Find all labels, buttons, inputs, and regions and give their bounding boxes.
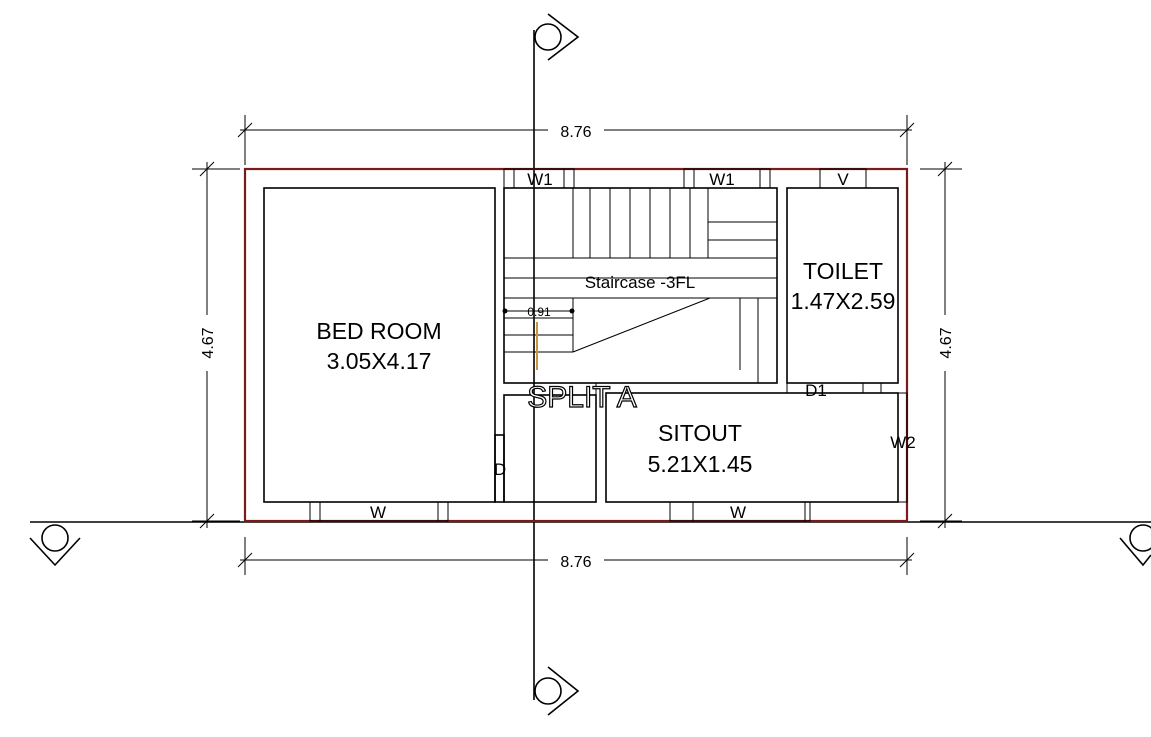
dimension-bottom-label: 8.76 [560, 554, 591, 571]
section-marker-left-icon [29, 524, 81, 567]
toilet-door [786, 382, 882, 394]
window-w-right [669, 501, 811, 522]
toilet-name: TOILET [803, 258, 883, 284]
window-w1-right [683, 168, 771, 189]
bedroom-outline [263, 187, 496, 503]
sitout-size: 5.21X1.45 [648, 451, 753, 477]
sitout-outline [605, 392, 899, 503]
window-w1-left [503, 168, 575, 189]
dimension-bottom [237, 537, 915, 575]
staircase-name: Staircase -3FL [585, 273, 696, 292]
ventilator-label: V [837, 170, 849, 189]
window-w-left [309, 501, 449, 522]
dimension-left [192, 161, 240, 529]
sitout-name: SITOUT [658, 420, 742, 446]
section-marker-top-icon [534, 13, 580, 61]
toilet-size: 1.47X2.59 [791, 288, 896, 314]
window-w-left-label: W [370, 503, 386, 522]
staircase-width: 0.91 [527, 305, 551, 319]
window-w2 [897, 392, 908, 503]
section-marker-bottom-icon [534, 666, 580, 716]
dimension-right [920, 161, 962, 529]
door-d1-label: D1 [805, 381, 827, 400]
bedroom-name: BED ROOM [316, 318, 441, 344]
section-label: SPLIT A [527, 381, 637, 414]
door-d-label: D [494, 460, 506, 479]
dimension-top [237, 115, 915, 165]
toilet-outline [786, 187, 899, 384]
dimension-top-label: 8.76 [560, 124, 591, 141]
section-marker-right-icon [1119, 524, 1151, 567]
window-w2-label: W2 [890, 433, 916, 452]
dimension-right-label: 4.67 [938, 327, 955, 358]
ventilator-v [819, 168, 867, 189]
window-w-right-label: W [730, 503, 746, 522]
window-w1-right-label: W1 [709, 170, 735, 189]
bedroom-size: 3.05X4.17 [327, 348, 432, 374]
dimension-left-label: 4.67 [200, 327, 217, 358]
window-w1-left-label: W1 [527, 170, 553, 189]
outer-wall [243, 167, 909, 523]
